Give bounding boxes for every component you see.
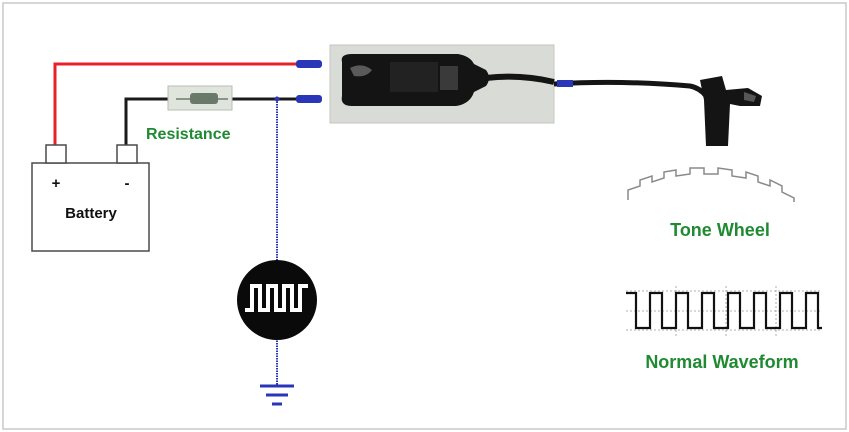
battery-negative-terminal — [116, 144, 138, 164]
negative-wire-battery-side — [124, 97, 168, 148]
positive-wire — [53, 62, 298, 148]
battery-label: Battery — [65, 205, 117, 222]
sensor-cable — [553, 79, 708, 98]
tone-wheel-outline — [627, 167, 795, 202]
resistor — [167, 85, 233, 111]
wheel-speed-sensor-icon — [700, 76, 762, 146]
negative-pin-connector — [296, 95, 322, 103]
normal-waveform-label: Normal Waveform — [645, 352, 798, 372]
signal-junction — [274, 96, 280, 102]
tone-wheel-label: Tone Wheel — [670, 220, 770, 240]
clamp-connector-icon — [329, 44, 555, 124]
ground-symbol-icon — [260, 384, 294, 406]
battery-minus-label: - — [125, 175, 130, 192]
normal-waveform-plot — [626, 286, 822, 336]
battery-plus-label: + — [52, 175, 61, 192]
battery-positive-terminal — [45, 144, 67, 164]
positive-pin-connector — [296, 60, 322, 68]
sensor-cable-connector — [557, 80, 573, 87]
resistance-label: Resistance — [146, 126, 231, 143]
battery — [31, 144, 150, 252]
square-wave-generator-icon — [237, 260, 317, 340]
